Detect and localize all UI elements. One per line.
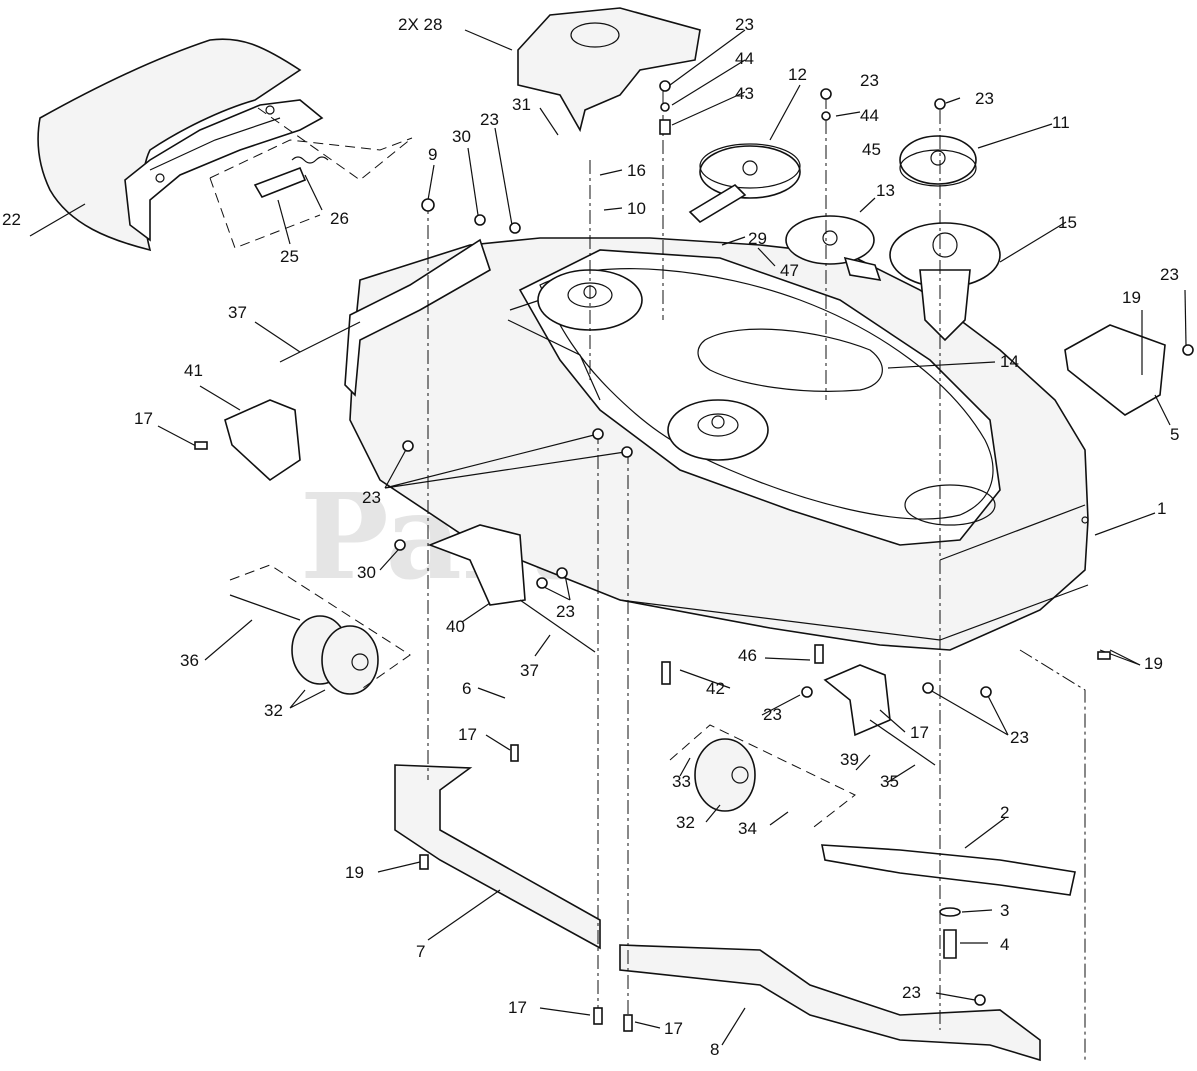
callout-37: 37 <box>520 661 539 680</box>
callout-labels: 22 25 26 2X 28 23 44 43 12 23 44 45 23 1… <box>2 15 1179 1059</box>
callout-37: 37 <box>228 303 247 322</box>
callout-25: 25 <box>280 247 299 266</box>
callout-1: 1 <box>1157 499 1166 518</box>
callout-10: 10 <box>627 199 646 218</box>
callout-23: 23 <box>975 89 994 108</box>
belt-cover <box>517 7 701 133</box>
callout-19: 19 <box>345 863 364 882</box>
callout-11: 11 <box>1052 113 1070 132</box>
callout-4: 4 <box>1000 935 1009 954</box>
callout-42: 42 <box>706 679 725 698</box>
callout-3: 3 <box>1000 901 1009 920</box>
callout-31: 31 <box>512 95 531 114</box>
callout-13: 13 <box>876 181 895 200</box>
right-front-bracket-39 <box>823 664 891 737</box>
callout-23: 23 <box>1160 265 1179 284</box>
chute-spring-and-rod <box>209 107 413 249</box>
blade-washer-3 <box>939 907 961 917</box>
rear-baffle-8 <box>619 944 1041 1062</box>
callout-19: 19 <box>1144 654 1163 673</box>
callout-29: 29 <box>748 229 767 248</box>
callout-33: 33 <box>672 772 691 791</box>
right-spindle-housing-15 <box>889 222 1001 342</box>
callout-35: 35 <box>880 772 899 791</box>
callout-23: 23 <box>860 71 879 90</box>
callout-43: 43 <box>735 84 754 103</box>
front-baffle-7 <box>394 764 601 950</box>
callout-45: 45 <box>862 140 881 159</box>
idler-pulley-13 <box>785 215 882 282</box>
idler-pulley <box>688 143 801 224</box>
callout-46: 46 <box>738 646 757 665</box>
callout-26: 26 <box>330 209 349 228</box>
callout-34: 34 <box>738 819 757 838</box>
callout-23: 23 <box>362 488 381 507</box>
callout-47: 47 <box>780 261 799 280</box>
callout-30: 30 <box>357 563 376 582</box>
callout-23: 23 <box>556 602 575 621</box>
front-bracket-40 <box>427 524 526 606</box>
callout-leaders <box>29 29 1187 1046</box>
callout-12: 12 <box>788 65 807 84</box>
callout-2: 2 <box>1000 803 1009 822</box>
callout-14: 14 <box>1000 352 1019 371</box>
callout-17: 17 <box>910 723 929 742</box>
callout-23: 23 <box>1010 728 1029 747</box>
left-anti-scalp-wheels-32 <box>229 564 411 695</box>
rod-37-rear <box>279 321 361 363</box>
callout-22: 22 <box>2 210 21 229</box>
callout-17: 17 <box>664 1019 683 1038</box>
callout-2x-28: 2X 28 <box>398 15 442 34</box>
rear-hanger-bracket <box>344 238 491 397</box>
callout-19: 19 <box>1122 288 1141 307</box>
callout-8: 8 <box>710 1040 719 1059</box>
rod-37-front <box>519 599 596 653</box>
left-rear-bracket-41 <box>224 399 301 482</box>
callout-15: 15 <box>1058 213 1077 232</box>
callout-44: 44 <box>735 49 754 68</box>
callout-16: 16 <box>627 161 646 180</box>
callout-17: 17 <box>134 409 153 428</box>
callout-23: 23 <box>902 983 921 1002</box>
callout-40: 40 <box>446 617 465 636</box>
callout-17: 17 <box>458 725 477 744</box>
callout-23: 23 <box>763 705 782 724</box>
callout-32: 32 <box>264 701 283 720</box>
drive-belt <box>539 268 994 520</box>
center-spindle-pulley <box>667 399 769 461</box>
callout-9: 9 <box>428 145 437 164</box>
callout-36: 36 <box>180 651 199 670</box>
axle-36 <box>229 594 301 621</box>
assembly-centerlines <box>427 90 1086 1060</box>
callout-32: 32 <box>676 813 695 832</box>
right-anti-scalp-wheel-32 <box>669 724 856 831</box>
right-rear-bracket-5 <box>1064 324 1166 416</box>
callout-17: 17 <box>508 998 527 1017</box>
blade-bolt-4 <box>943 929 957 959</box>
callout-5: 5 <box>1170 425 1179 444</box>
callout-7: 7 <box>416 942 425 961</box>
discharge-chute <box>37 38 324 252</box>
callout-41: 41 <box>184 361 203 380</box>
callout-23: 23 <box>480 110 499 129</box>
axle-35 <box>869 719 936 766</box>
callout-44: 44 <box>860 106 879 125</box>
hardware-fasteners <box>194 80 1194 1032</box>
callout-30: 30 <box>452 127 471 146</box>
mower-blade-2 <box>821 844 1076 896</box>
callout-39: 39 <box>840 750 859 769</box>
callout-6: 6 <box>462 679 471 698</box>
callout-23: 23 <box>735 15 754 34</box>
right-spindle-pulley-11 <box>899 135 977 187</box>
